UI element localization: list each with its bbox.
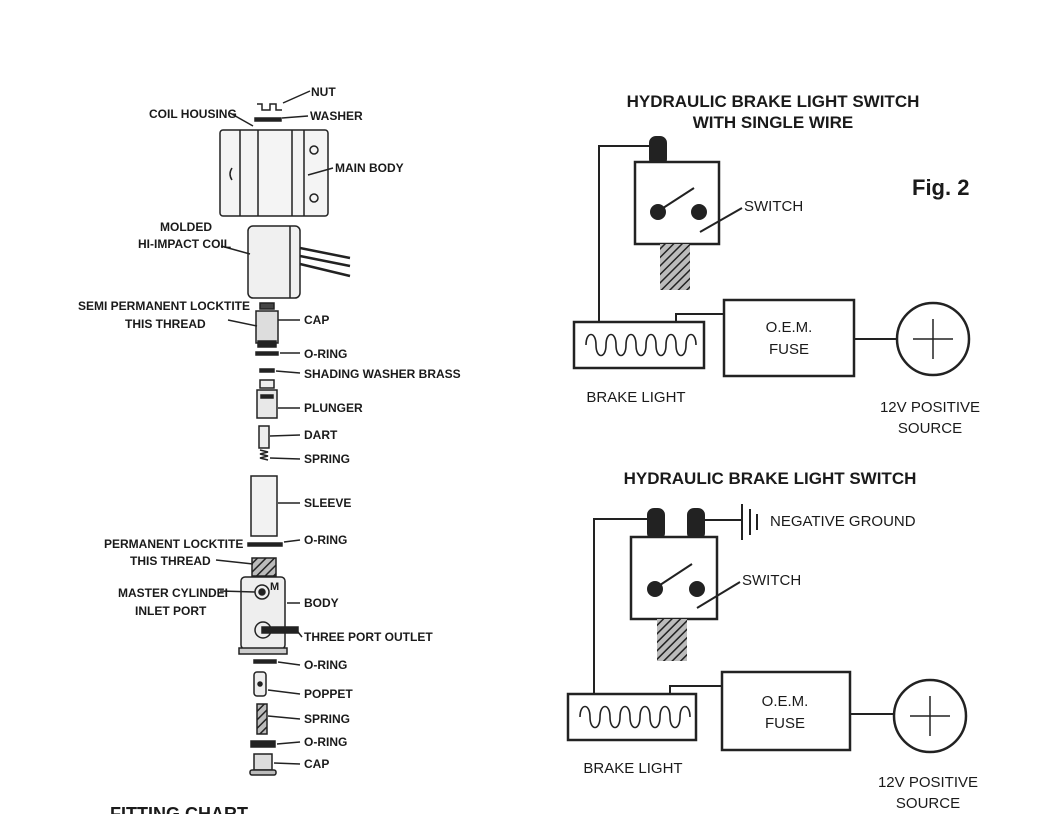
fuse-label-top-2: FUSE [769,341,809,358]
label-o-ring-3: O-RING [304,658,347,672]
brake-light-top [572,320,706,370]
fig-label: Fig. 2 [912,175,969,200]
label-permanent-locktite: PERMANENT LOCKTITE [104,537,243,551]
label-o-ring-4: O-RING [304,735,347,749]
fitting-chart-heading: FITTING CHART [110,804,248,814]
switch-label-bottom: SWITCH [742,572,801,589]
label-cap-bottom: CAP [304,757,329,771]
ground-symbol [741,504,758,540]
label-body: BODY [304,596,339,610]
label-master-cylinder: MASTER CYLINDEI [118,586,228,600]
switch-box-bottom [629,535,719,621]
label-poppet: POPPET [304,687,353,701]
switch-box [633,160,721,246]
fuse-label-bottom-2: FUSE [765,715,805,732]
source-label-top-1: 12V POSITIVE [880,399,980,416]
coil-part [220,225,351,299]
cap-top-part [227,302,300,348]
brake-light-label-bottom: BRAKE LIGHT [583,760,682,777]
top-diagram-title-line1: HYDRAULIC BRAKE LIGHT SWITCH [627,92,920,111]
label-o-ring-1: O-RING [304,347,347,361]
fuse-label-bottom-1: O.E.M. [762,693,809,710]
fuse-label-top-1: O.E.M. [766,319,813,336]
ground-label: NEGATIVE GROUND [770,513,916,530]
fuse-box-bottom [720,670,852,752]
body-part [219,576,303,655]
main-body-part [219,112,334,217]
label-shading-washer: SHADING WASHER BRASS [304,367,461,381]
label-semi-locktite: SEMI PERMANENT LOCKTITE [78,299,250,313]
switch-terminal-right [687,508,705,540]
bottom-diagram-title: HYDRAULIC BRAKE LIGHT SWITCH [624,469,917,488]
switch-terminal-left [647,508,665,540]
source-label-top-2: SOURCE [898,420,962,437]
label-inlet-port: INLET PORT [135,604,207,618]
exploded-view-labels: NUT WASHER COIL HOUSING MAIN BODY MOLDED… [78,85,461,814]
switch-label-top: SWITCH [744,198,803,215]
label-main-body: MAIN BODY [335,161,404,175]
wiring-diagram-single-wire: HYDRAULIC BRAKE LIGHT SWITCH WITH SINGLE… [572,92,980,437]
exploded-view [215,90,351,776]
source-label-bottom-1: 12V POSITIVE [878,774,978,791]
fuse-box-top [722,298,856,378]
label-washer: WASHER [310,109,363,123]
label-dart: DART [304,428,338,442]
switch-thread [660,244,690,290]
label-hi-impact-coil: HI-IMPACT COIL [138,237,231,251]
label-this-thread-2: THIS THREAD [130,554,211,568]
label-spring-2: SPRING [304,712,350,726]
label-cap-top: CAP [304,313,329,327]
switch-thread-bottom [657,619,687,661]
label-this-thread-1: THIS THREAD [125,317,206,331]
label-three-port-outlet: THREE PORT OUTLET [304,630,433,644]
label-plunger: PLUNGER [304,401,363,415]
label-sleeve: SLEEVE [304,496,351,510]
nut-part [254,90,311,122]
brake-light-bottom [566,692,698,742]
source-label-bottom-2: SOURCE [896,795,960,812]
top-diagram-title-line2: WITH SINGLE WIRE [693,113,854,132]
label-nut: NUT [311,85,336,99]
label-molded: MOLDED [160,220,212,234]
label-spring-1: SPRING [304,452,350,466]
label-o-ring-2: O-RING [304,533,347,547]
label-body-mark: M [270,581,279,593]
wiring-diagram-negative-ground: HYDRAULIC BRAKE LIGHT SWITCH [566,469,978,812]
plunger-part [256,379,300,419]
label-coil-housing: COIL HOUSING [149,107,237,121]
brake-light-label-top: BRAKE LIGHT [586,389,685,406]
